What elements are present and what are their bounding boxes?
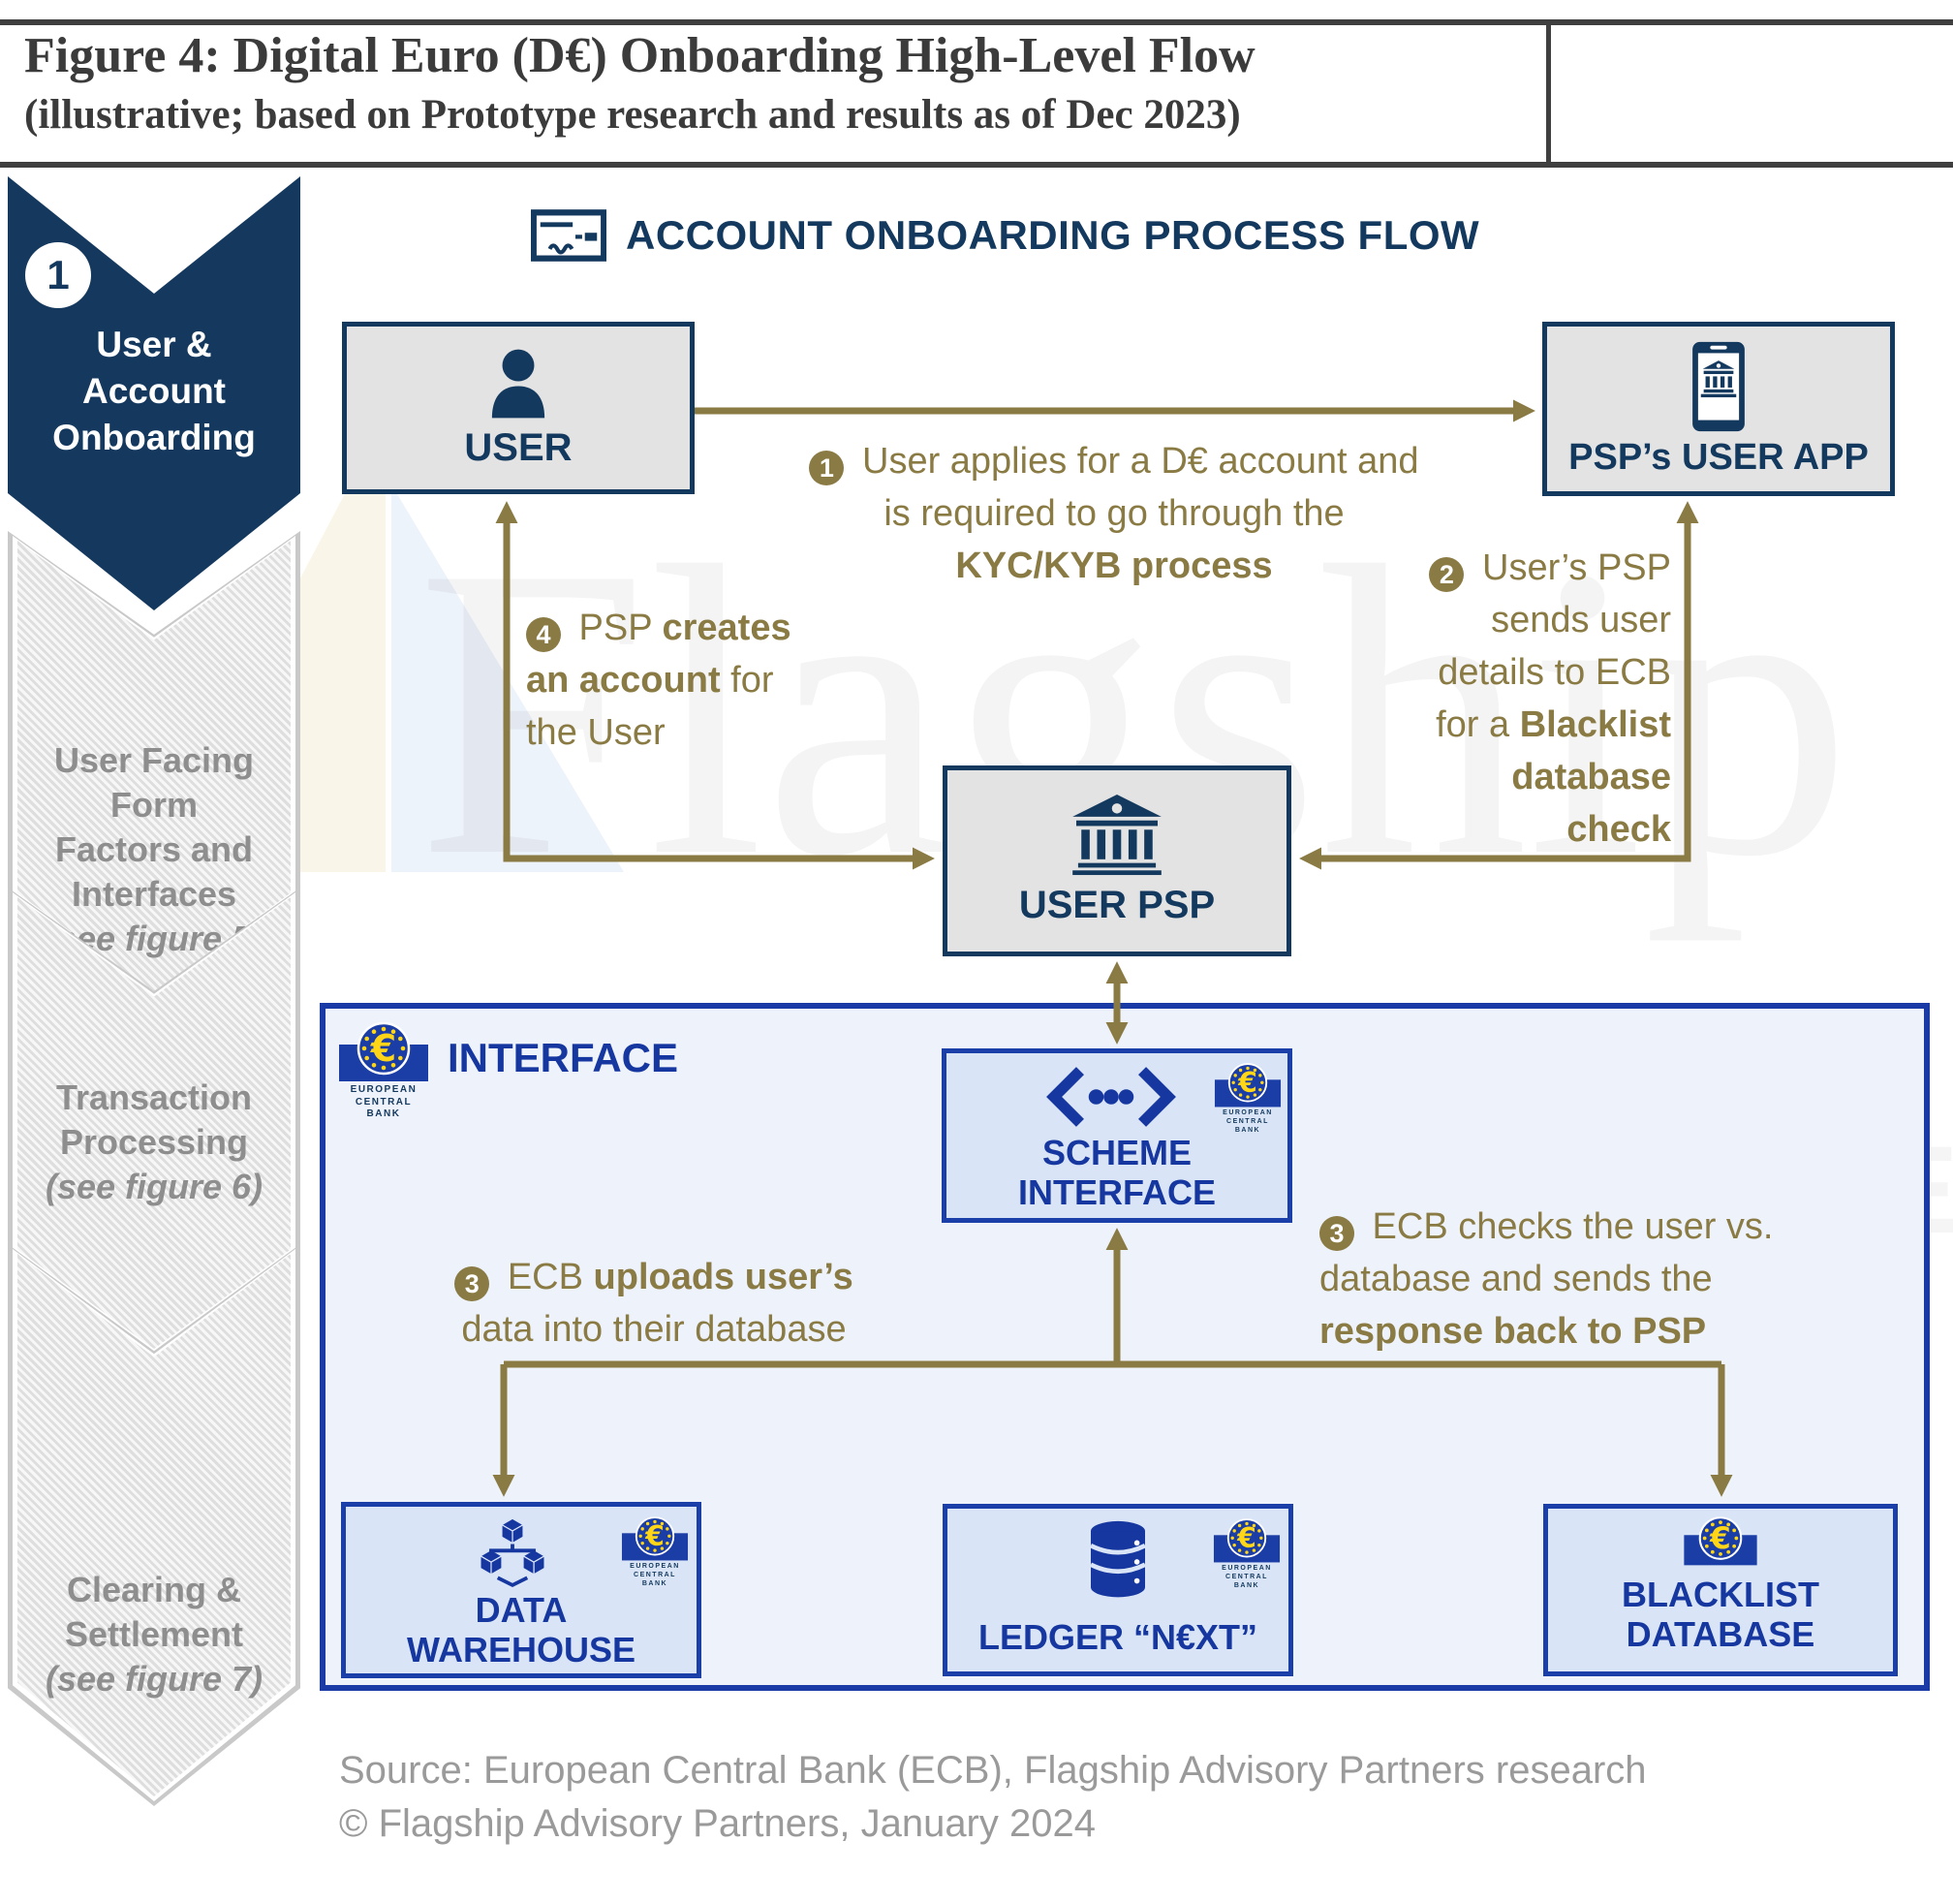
interface-label: INTERFACE bbox=[448, 1035, 679, 1080]
code-brackets-icon bbox=[1046, 1067, 1176, 1127]
annotation-step1: 1 User applies for a D€ account and is r… bbox=[746, 436, 1482, 593]
user-box-label: USER bbox=[464, 425, 573, 469]
step3-right-line2: database and sends the bbox=[1319, 1258, 1713, 1299]
step3-left-badge: 3 bbox=[454, 1266, 490, 1302]
step1-badge: 1 bbox=[809, 451, 845, 486]
ecb-flag-icon: € bbox=[621, 1516, 689, 1561]
annotation-step4: 4 PSP creates an account for the User bbox=[526, 603, 894, 760]
sidebar-step-note: (see figure 7) bbox=[45, 1659, 264, 1700]
step2-line3: details to ECB bbox=[1438, 651, 1671, 693]
step3-right-line3: response back to PSP bbox=[1319, 1310, 1707, 1352]
euro-glyph: € bbox=[1236, 1522, 1256, 1554]
sidebar-step-onboarding-label: User & Account Onboarding bbox=[52, 325, 256, 458]
sidebar-step-text: Transaction Processing bbox=[55, 1077, 253, 1163]
psp-user-app-label: PSP’s USER APP bbox=[1568, 436, 1869, 478]
step1-line1: User applies for a D€ account and bbox=[852, 441, 1419, 482]
mobile-app-icon bbox=[1692, 341, 1745, 431]
ecb-logo: € EUROPEAN CENTRAL BANK bbox=[1212, 1061, 1284, 1135]
arrow-user-psp-bidirectional bbox=[495, 501, 935, 870]
source-note: Source: European Central Bank (ECB), Fla… bbox=[339, 1744, 1647, 1851]
arrow-app-psp-bidirectional bbox=[1299, 501, 1699, 870]
ecb-logo: € EUROPEAN CENTRAL BANK bbox=[619, 1514, 691, 1588]
step1-line2: is required to go through the bbox=[884, 492, 1345, 534]
title-top-rule bbox=[0, 19, 1953, 25]
euro-glyph: € bbox=[1237, 1067, 1257, 1099]
flow-header-label: ACCOUNT ONBOARDING PROCESS FLOW bbox=[626, 212, 1480, 258]
step2-line4a: for a bbox=[1436, 703, 1520, 745]
title-bottom-rule bbox=[0, 162, 1953, 168]
annotation-step3-right: 3 ECB checks the user vs. database and s… bbox=[1319, 1202, 1881, 1358]
annotation-step3-left: 3 ECB uploads user’s data into their dat… bbox=[426, 1252, 882, 1357]
source-line2: © Flagship Advisory Partners, January 20… bbox=[339, 1802, 1096, 1846]
step3-left-line2: data into their database bbox=[461, 1308, 847, 1350]
ecb-flag-icon: € bbox=[339, 1021, 428, 1081]
step4-line1b: creates bbox=[662, 608, 791, 648]
ecb-caption: EUROPEAN CENTRAL BANK bbox=[1222, 1565, 1272, 1589]
step3-left-line1b: uploads user’s bbox=[593, 1257, 853, 1297]
flow-header: ACCOUNT ONBOARDING PROCESS FLOW bbox=[531, 209, 1479, 262]
step1-line3: KYC/KYB process bbox=[955, 545, 1273, 586]
step2-badge: 2 bbox=[1429, 557, 1465, 593]
ecb-caption: EUROPEAN CENTRAL BANK bbox=[350, 1084, 418, 1119]
sidebar-step-text: Clearing & Settlement bbox=[64, 1570, 244, 1655]
data-cubes-icon bbox=[479, 1517, 546, 1588]
step-number-badge: 1 bbox=[25, 242, 91, 308]
step2-line6: check bbox=[1566, 808, 1671, 850]
ecb-flag-icon: € bbox=[1213, 1518, 1281, 1563]
euro-glyph: € bbox=[644, 1520, 665, 1552]
annotation-step2: 2 User’s PSP sends user details to ECB f… bbox=[1298, 543, 1671, 857]
sidebar-step-transaction-label: Transaction Processing (see figure 6) bbox=[8, 1031, 300, 1254]
title-right-edge bbox=[1546, 19, 1551, 168]
sidebar-step-note: (see figure 6) bbox=[45, 1167, 264, 1207]
euro-glyph: € bbox=[370, 1027, 396, 1070]
step4-line2b: for bbox=[720, 659, 774, 701]
database-icon bbox=[1089, 1520, 1147, 1598]
ledger-next-label: LEDGER “N€XT” bbox=[977, 1617, 1258, 1657]
step3-right-badge: 3 bbox=[1319, 1216, 1354, 1252]
step2-line5: database bbox=[1511, 756, 1671, 797]
sidebar-step-clearing-label: Clearing & Settlement (see figure 7) bbox=[8, 1523, 300, 1746]
step4-line2a: an account bbox=[526, 659, 721, 701]
ledger-next-box: € EUROPEAN CENTRAL BANK LEDGER “N€XT” bbox=[943, 1504, 1293, 1676]
step4-line3: the User bbox=[526, 711, 666, 753]
blacklist-database-box: € BLACKLIST DATABASE bbox=[1543, 1504, 1898, 1676]
user-psp-label: USER PSP bbox=[1018, 884, 1216, 926]
ecb-caption: EUROPEAN CENTRAL BANK bbox=[630, 1563, 680, 1587]
psp-user-app-box: PSP’s USER APP bbox=[1542, 322, 1895, 496]
step4-line1a: PSP bbox=[569, 608, 663, 648]
user-box: USER bbox=[342, 322, 695, 494]
ecb-flag-icon: € bbox=[1214, 1063, 1282, 1108]
ecb-logo: € bbox=[1681, 1514, 1760, 1567]
check-document-icon bbox=[531, 209, 606, 262]
user-psp-box: USER PSP bbox=[943, 765, 1291, 956]
scheme-interface-box: € EUROPEAN CENTRAL BANK SCHEME INTERFACE bbox=[942, 1048, 1292, 1223]
step3-right-line1: ECB checks the user vs. bbox=[1362, 1206, 1774, 1247]
step2-line4b: Blacklist bbox=[1519, 703, 1671, 745]
person-icon bbox=[491, 349, 545, 418]
figure-subtitle: (illustrative; based on Prototype resear… bbox=[24, 92, 1241, 138]
blacklist-database-label: BLACKLIST DATABASE bbox=[1622, 1575, 1819, 1655]
sidebar-step-text: User Facing Form Factors and Interfaces bbox=[53, 740, 255, 915]
step2-line1: User’s PSP bbox=[1472, 547, 1671, 588]
ecb-logo: € EUROPEAN CENTRAL BANK bbox=[335, 1019, 432, 1121]
step4-badge: 4 bbox=[526, 617, 561, 653]
ecb-logo: € EUROPEAN CENTRAL BANK bbox=[1211, 1516, 1283, 1590]
data-warehouse-label: DATA WAREHOUSE bbox=[406, 1590, 636, 1670]
bank-icon bbox=[1072, 795, 1162, 876]
ecb-flag-icon: € bbox=[1684, 1516, 1757, 1566]
figure-title: Figure 4: Digital Euro (D€) Onboarding H… bbox=[24, 28, 1256, 83]
scheme-interface-label: SCHEME INTERFACE bbox=[1017, 1133, 1216, 1213]
source-line1: Source: European Central Bank (ECB), Fla… bbox=[339, 1749, 1647, 1792]
euro-glyph: € bbox=[1709, 1521, 1731, 1556]
data-warehouse-box: € EUROPEAN CENTRAL BANK DATA WAREHOUSE bbox=[341, 1502, 701, 1678]
step3-left-line1a: ECB bbox=[497, 1257, 594, 1297]
ecb-caption: EUROPEAN CENTRAL BANK bbox=[1223, 1109, 1273, 1134]
step2-line2: sends user bbox=[1491, 599, 1671, 640]
